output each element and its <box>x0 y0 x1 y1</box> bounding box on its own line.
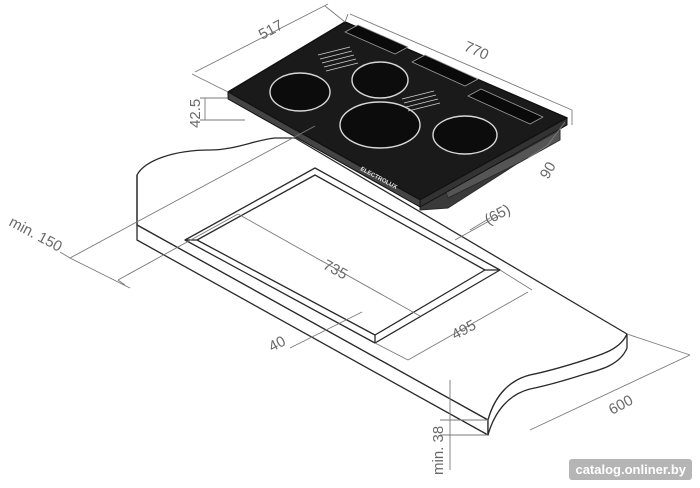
zone-center <box>339 101 421 149</box>
zone-front-right <box>432 115 498 155</box>
dim-body-depth: 90 <box>537 159 560 182</box>
dim-min-thickness: min. 38 <box>430 426 447 475</box>
dim-hob-width: 770 <box>461 38 491 64</box>
watermark: catalog.onliner.by <box>569 459 692 480</box>
dim-hob-depth: 517 <box>256 17 286 44</box>
dim-rear-offset: (65) <box>482 201 514 229</box>
dimension-lines <box>59 3 691 470</box>
dim-front-offset: 40 <box>266 333 289 356</box>
dim-hob-height: 42.5 <box>187 99 204 128</box>
worktop-right-edge <box>487 333 628 436</box>
hob-body-side <box>444 129 561 199</box>
cooking-zones <box>269 61 498 155</box>
hob: ELECTROLUX <box>227 21 568 211</box>
hob-glass-edge-right <box>419 117 568 208</box>
zone-rear-left <box>351 61 409 99</box>
hob-vents <box>344 24 544 125</box>
dim-worktop-depth: 600 <box>606 392 636 419</box>
zone-front-left <box>269 72 331 112</box>
dim-min-side: min. 150 <box>6 214 65 256</box>
vent-grids <box>317 46 441 112</box>
